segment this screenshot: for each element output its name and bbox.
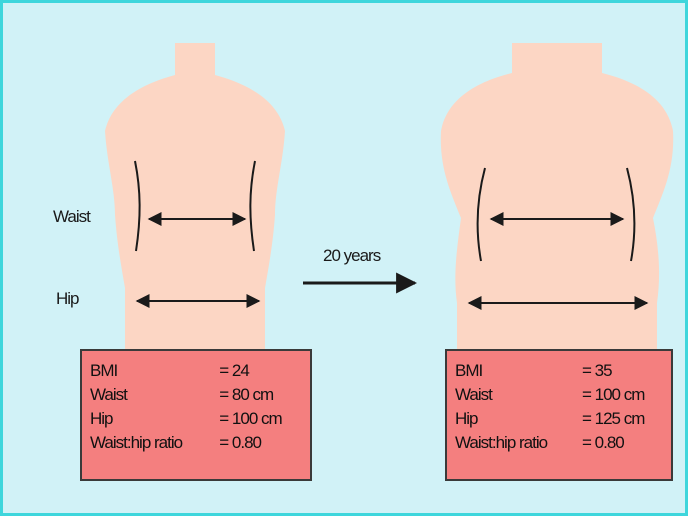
stat-row-hip: Hip = 100 cm <box>90 407 304 431</box>
hip-label: Hip <box>56 289 79 309</box>
stat-label: Waist:hip ratio <box>455 431 574 455</box>
stat-row-waist: Waist = 80 cm <box>90 383 304 407</box>
stat-value: = 100 cm <box>574 383 665 407</box>
stat-label: Waist:hip ratio <box>90 431 211 455</box>
stat-row-hip: Hip = 125 cm <box>455 407 665 431</box>
stat-value: = 0.80 <box>574 431 665 455</box>
stat-row-ratio: Waist:hip ratio = 0.80 <box>455 431 665 455</box>
stat-row-ratio: Waist:hip ratio = 0.80 <box>90 431 304 455</box>
stat-row-bmi: BMI = 24 <box>90 359 304 383</box>
stat-value: = 24 <box>211 359 304 383</box>
slim-torso <box>105 43 285 353</box>
stat-value: = 100 cm <box>211 407 304 431</box>
stat-value: = 35 <box>574 359 665 383</box>
transition-label: 20 years <box>323 246 380 266</box>
heavy-torso <box>441 43 673 353</box>
stat-value: = 0.80 <box>211 431 304 455</box>
stat-value: = 125 cm <box>574 407 665 431</box>
stat-label: Waist <box>455 383 574 407</box>
waist-label: Waist <box>53 207 90 227</box>
after-stats-box: BMI = 35 Waist = 100 cm Hip = 125 cm Wai… <box>445 349 673 481</box>
before-stats-box: BMI = 24 Waist = 80 cm Hip = 100 cm Wais… <box>80 349 312 481</box>
stat-label: Waist <box>90 383 211 407</box>
stat-value: = 80 cm <box>211 383 304 407</box>
stat-row-waist: Waist = 100 cm <box>455 383 665 407</box>
stat-label: Hip <box>455 407 574 431</box>
stat-label: Hip <box>90 407 211 431</box>
stat-label: BMI <box>90 359 211 383</box>
stat-label: BMI <box>455 359 574 383</box>
stat-row-bmi: BMI = 35 <box>455 359 665 383</box>
